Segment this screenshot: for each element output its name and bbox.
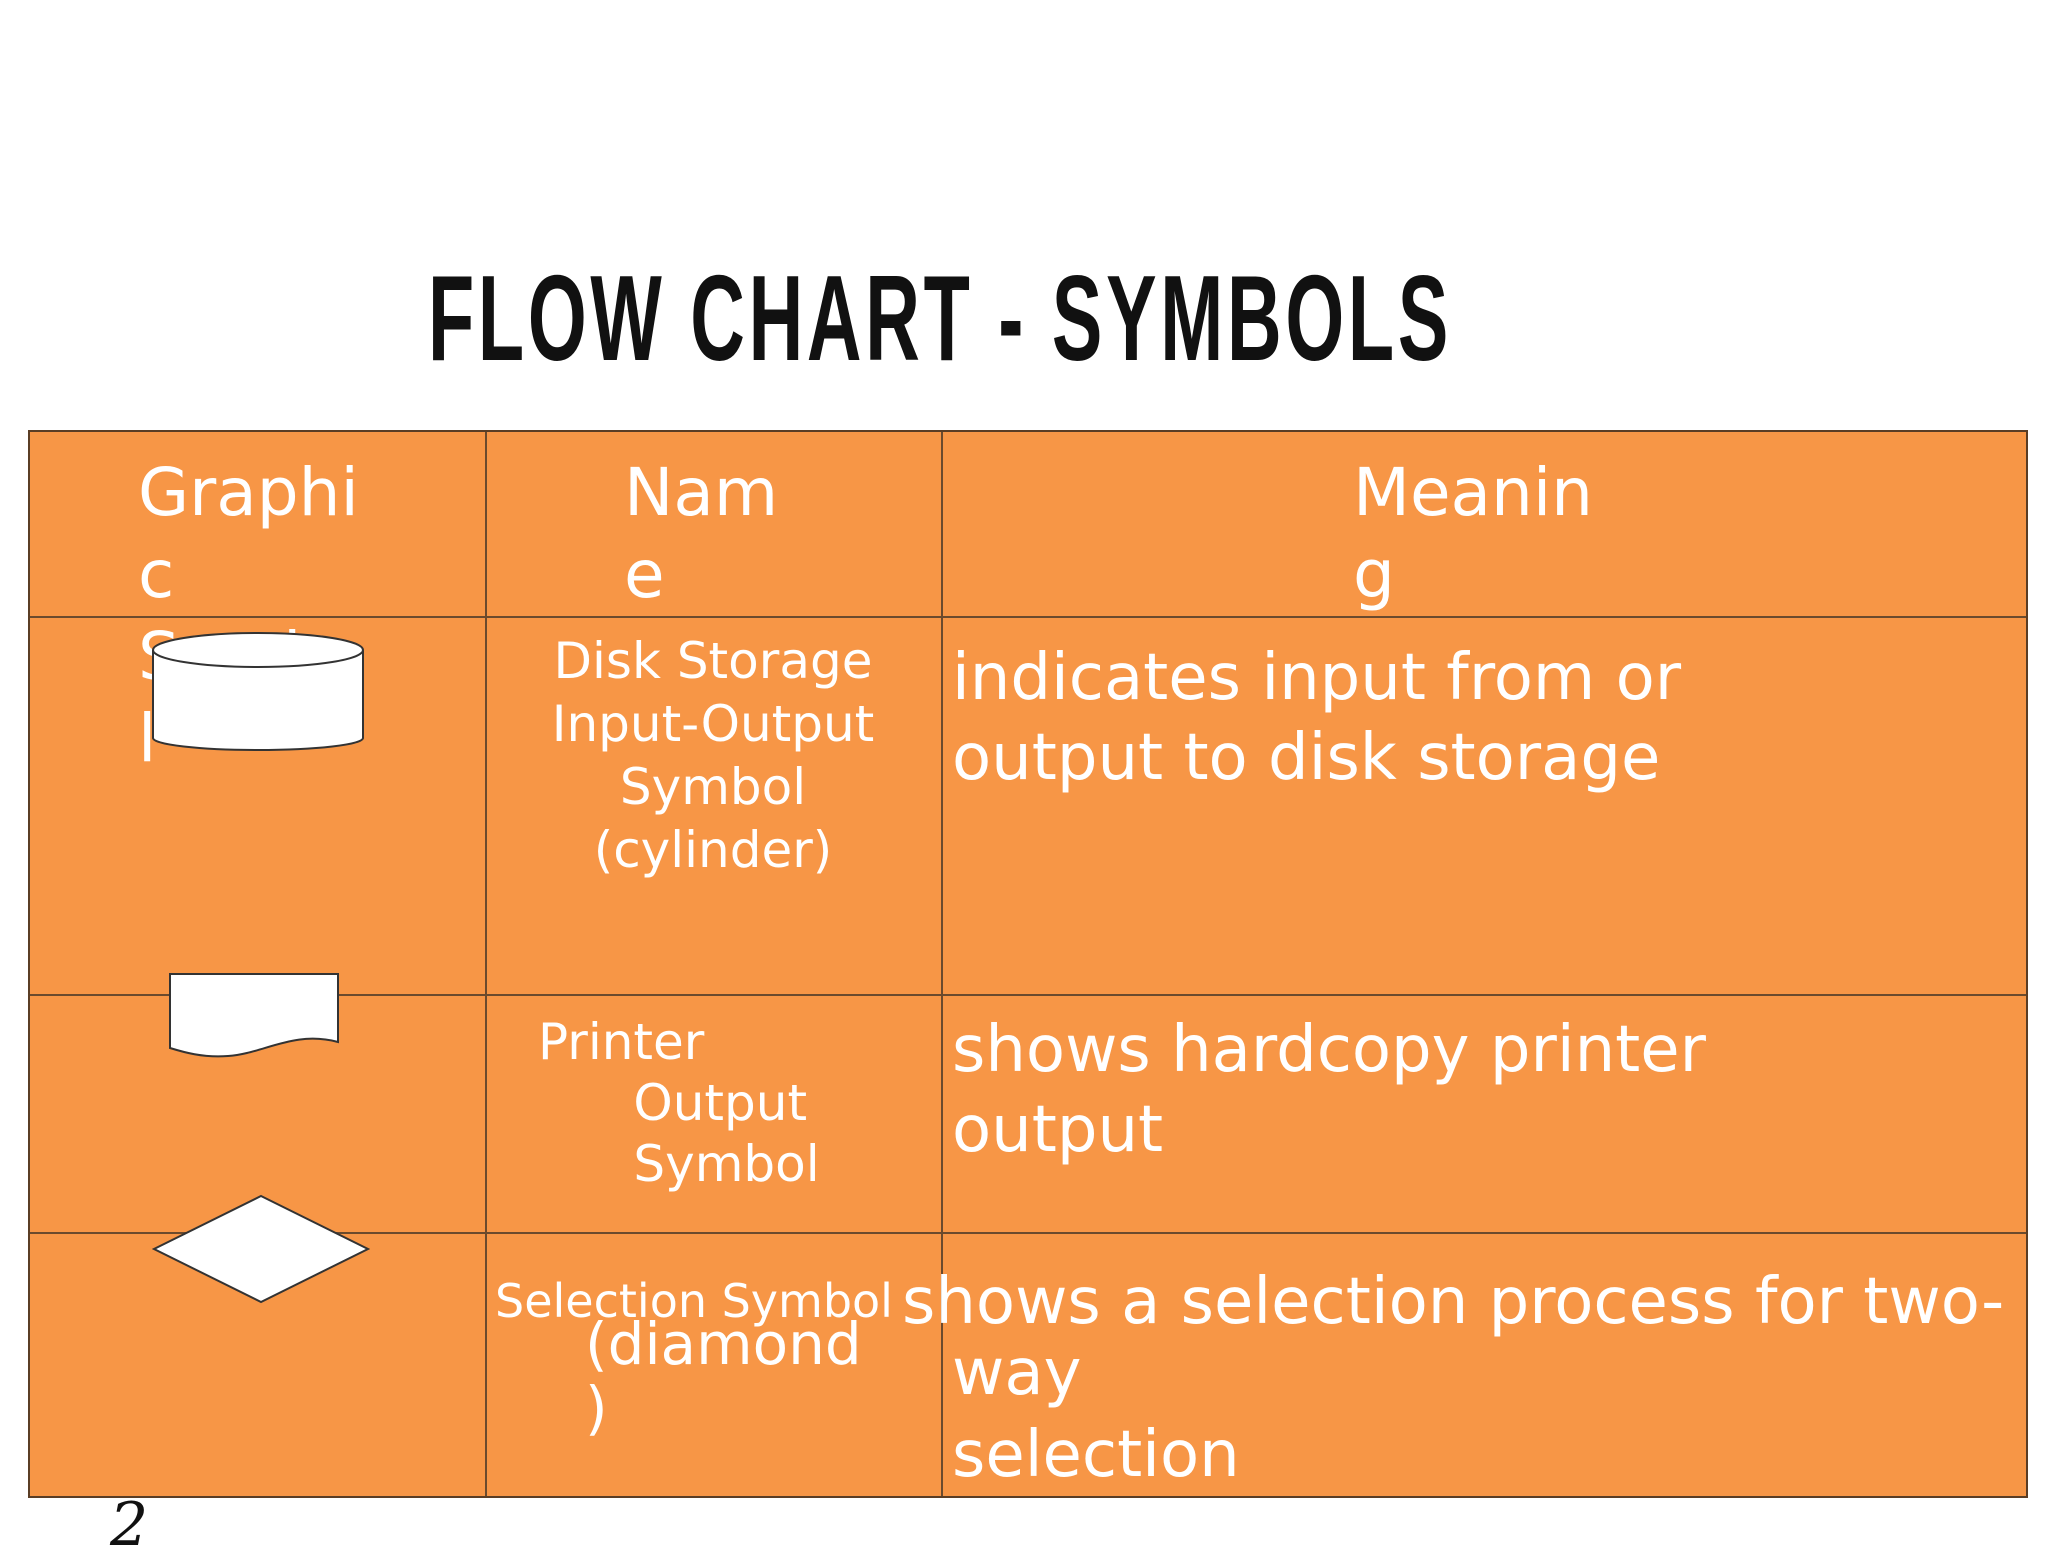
row-divider	[30, 1232, 2026, 1234]
slide-title: FLOW CHART - SYMBOLS	[427, 250, 1453, 386]
page-number: 2	[110, 1490, 149, 1560]
symbols-table: Graphi c Symbo l Nam e Meanin g Disk Sto…	[28, 430, 2028, 1498]
row-name-disk-storage: Disk Storage Input-Output Symbol (cylind…	[551, 632, 875, 879]
header-meaning: Meanin g	[1353, 454, 1593, 613]
row-meaning-disk-storage: indicates input from or output to disk s…	[952, 641, 1682, 795]
row-meaning-selection-cont: way selection	[952, 1336, 1240, 1492]
column-divider	[485, 432, 487, 1496]
document-icon	[169, 973, 339, 1058]
row-divider	[30, 994, 2026, 996]
diamond-icon	[152, 1194, 370, 1304]
row-divider	[30, 616, 2026, 618]
row-meaning-printer-output: shows hardcopy printer output	[952, 1013, 1706, 1167]
header-name: Nam e	[624, 454, 779, 613]
row-meaning-selection: shows a selection process for two-	[902, 1265, 2005, 1339]
row-name-selection-diamond: (diamond )	[585, 1310, 862, 1442]
cylinder-icon	[152, 632, 364, 751]
column-divider	[941, 432, 943, 1496]
row-name-selection: Selection Symbol	[495, 1274, 893, 1328]
row-name-printer-output: Printer Output Symbol	[538, 1013, 820, 1193]
